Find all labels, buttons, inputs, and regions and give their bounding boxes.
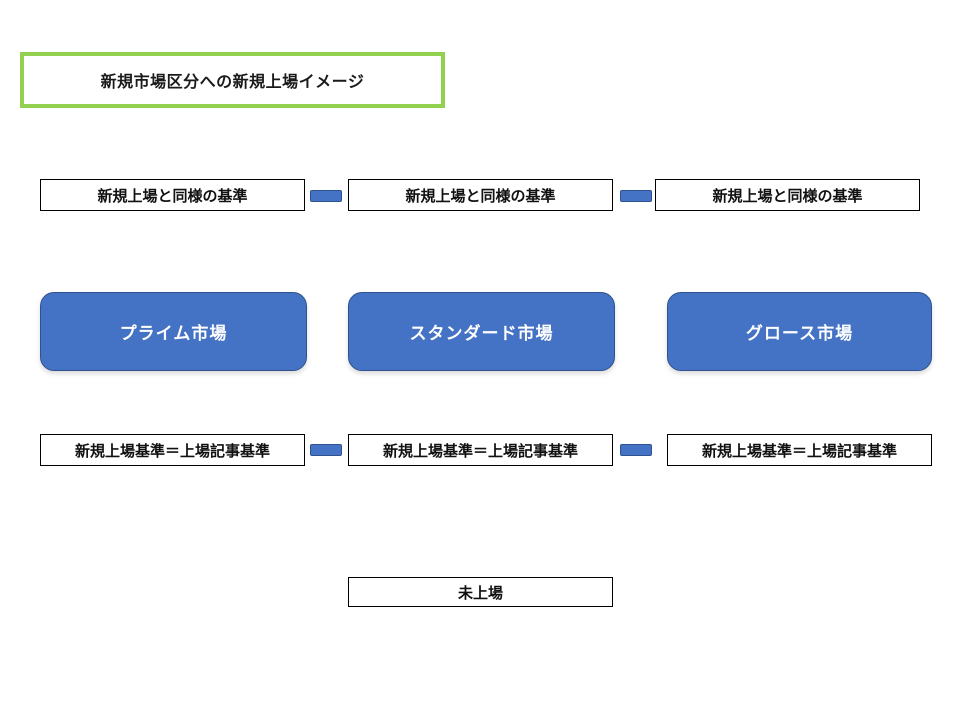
criteria-label: 新規上場基準＝上場記事基準 xyxy=(74,442,270,460)
connector-bar-bottom-left xyxy=(310,444,342,456)
criteria-box-top-standard: 新規上場と同様の基準 xyxy=(348,179,613,211)
criteria-box-top-prime: 新規上場と同様の基準 xyxy=(40,179,305,211)
unlisted-label: 未上場 xyxy=(457,584,503,602)
criteria-label: 新規上場と同様の基準 xyxy=(405,187,556,205)
criteria-label: 新規上場と同様の基準 xyxy=(97,187,248,205)
slide-title-box: 新規市場区分への新規上場イメージ xyxy=(20,52,445,108)
market-label: スタンダード市場 xyxy=(409,324,554,343)
criteria-box-bottom-prime: 新規上場基準＝上場記事基準 xyxy=(40,434,305,466)
market-box-growth: グロース市場 xyxy=(667,292,932,371)
connector-bar-top-left xyxy=(310,190,342,202)
unlisted-box: 未上場 xyxy=(348,577,613,607)
criteria-box-top-growth: 新規上場と同様の基準 xyxy=(655,179,920,211)
connector-bar-bottom-right xyxy=(620,444,652,456)
slide-title: 新規市場区分への新規上場イメージ xyxy=(100,74,365,91)
market-box-prime: プライム市場 xyxy=(40,292,307,371)
criteria-label: 新規上場基準＝上場記事基準 xyxy=(382,442,578,460)
criteria-box-bottom-standard: 新規上場基準＝上場記事基準 xyxy=(348,434,613,466)
market-box-standard: スタンダード市場 xyxy=(348,292,615,371)
criteria-box-bottom-growth: 新規上場基準＝上場記事基準 xyxy=(667,434,932,466)
criteria-label: 新規上場と同様の基準 xyxy=(712,187,863,205)
market-label: プライム市場 xyxy=(119,324,228,343)
market-label: グロース市場 xyxy=(745,324,854,343)
connector-bar-top-right xyxy=(620,190,652,202)
criteria-label: 新規上場基準＝上場記事基準 xyxy=(701,442,897,460)
